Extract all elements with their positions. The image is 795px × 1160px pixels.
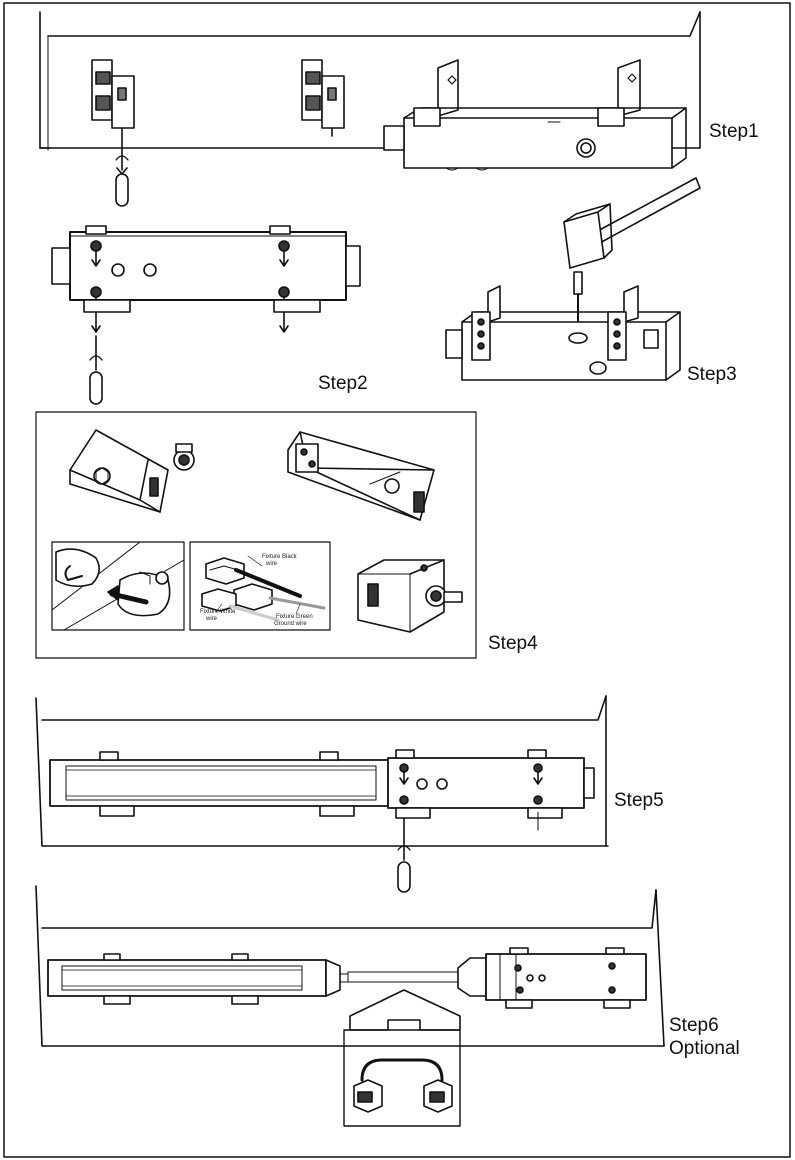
label-green-wire-2: Ground wire [274,621,307,627]
screwdriver-icon [89,335,103,405]
outer-border [3,2,791,1158]
step5-label: Step5 [614,790,664,811]
mount-clip-right-icon [301,59,345,137]
step1-label: Step1 [709,121,759,142]
step1-illustration [39,11,701,207]
label-black-wire-2: wire [265,561,278,567]
connector-cable-inset [343,1029,461,1127]
label-black-wire-1: Fixture Black [262,554,298,560]
label-white-wire-1: Fixture White [200,609,236,615]
step6-label: Step6 [669,1015,719,1036]
junction-box-step1 [383,59,687,171]
screwdriver-icon [115,137,129,207]
label-green-wire-1: Fixture Green [276,614,313,620]
box-with-fitting-icon [69,429,195,513]
step3-label: Step3 [687,364,737,385]
step4-panel: Fixture Black wire Fixture White wire Fi… [35,411,477,659]
mount-clip-left-icon [91,59,135,139]
screwdriver-icon [397,817,411,893]
up-arrow-icon [349,989,461,1031]
wire-connection-panel: Fixture Black wire Fixture White wire Fi… [189,541,331,631]
open-junction-box-icon [287,431,435,521]
step3-illustration [445,177,701,381]
step6-illustration [35,885,665,1127]
label-white-wire-2: wire [205,616,218,622]
step6-optional-label: Optional [669,1038,740,1059]
step5-illustration [35,695,609,893]
box-with-connector-icon [357,559,463,633]
step2-label: Step2 [318,373,368,394]
step2-illustration [51,225,361,405]
step4-label: Step4 [488,633,538,654]
hand-tightening-icon [51,541,185,631]
